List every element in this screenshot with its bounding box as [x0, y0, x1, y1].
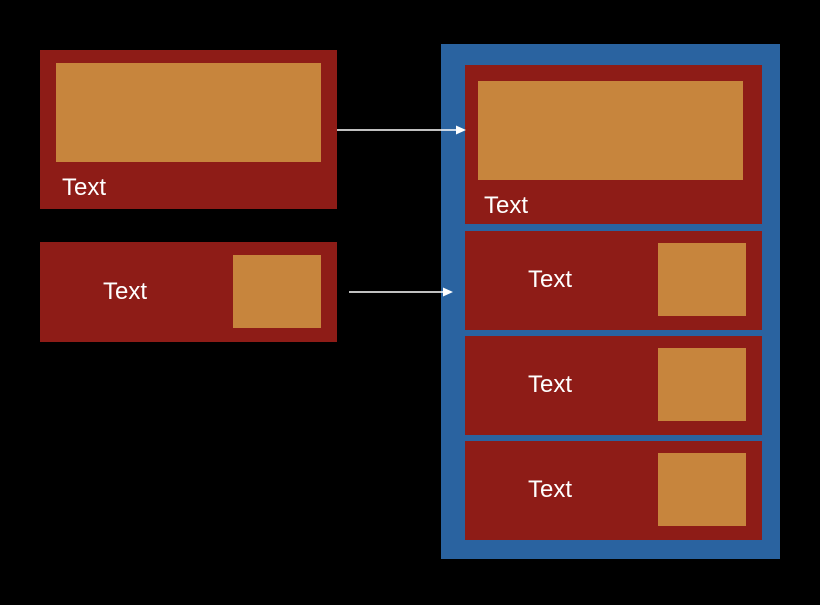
container-large-card-image-placeholder	[478, 81, 743, 180]
small-card-label: Text	[103, 278, 148, 305]
container-row-3-image-placeholder	[658, 453, 746, 526]
small-card-image-placeholder	[233, 255, 321, 328]
container-row-1-image-placeholder	[658, 243, 746, 316]
large-card-image-placeholder	[56, 63, 321, 162]
arrow-small-to-container	[349, 287, 453, 297]
container-row-2: Text	[465, 336, 762, 435]
container-row-2-label: Text	[528, 371, 573, 398]
large-card-label: Text	[62, 174, 107, 201]
source-small-card: Text	[40, 242, 337, 342]
source-large-card: Text	[40, 50, 337, 209]
container-large-card-label: Text	[484, 192, 529, 219]
container-large-card: Text	[465, 65, 762, 224]
list-container: Text Text Text Text	[441, 44, 780, 559]
container-row-3-label: Text	[528, 476, 573, 503]
container-row-1-label: Text	[528, 266, 573, 293]
container-row-2-image-placeholder	[658, 348, 746, 421]
container-row-1: Text	[465, 231, 762, 330]
container-row-3: Text	[465, 441, 762, 540]
